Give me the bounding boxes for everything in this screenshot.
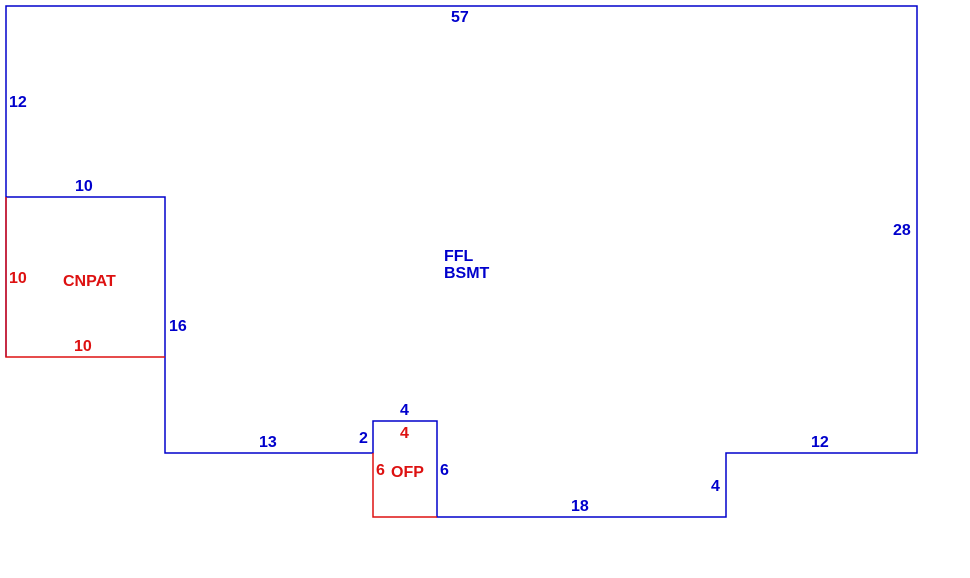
dim-ofp-right: 6: [440, 462, 449, 479]
dim-right: 28: [893, 222, 911, 239]
dim-cnpat-bottom: 10: [74, 338, 92, 355]
main-area-label-line1: FFL: [444, 248, 474, 265]
dim-cnpat-left: 10: [9, 270, 27, 287]
dim-ofp-side-left: 2: [359, 430, 368, 447]
dim-bottom-left: 13: [259, 434, 277, 451]
dim-bottom-right: 12: [811, 434, 829, 451]
dim-top: 57: [451, 9, 469, 26]
cnpat-area-label: CNPAT: [63, 273, 116, 290]
dim-left-upper: 12: [9, 94, 27, 111]
dim-notch: 4: [711, 478, 720, 495]
dim-step-left: 16: [169, 318, 187, 335]
main-area-label-line2: BSMT: [444, 265, 490, 282]
cnpat-outline: [5, 197, 165, 358]
dim-cnpat-top: 10: [75, 178, 93, 195]
dim-ofp-top: 4: [400, 402, 409, 419]
ofp-area-label: OFP: [391, 464, 424, 481]
ofp-outline: [372, 453, 437, 518]
dim-ofp-top-inner: 4: [400, 425, 409, 442]
dim-bottom-mid: 18: [571, 498, 589, 515]
dim-ofp-left: 6: [376, 462, 385, 479]
